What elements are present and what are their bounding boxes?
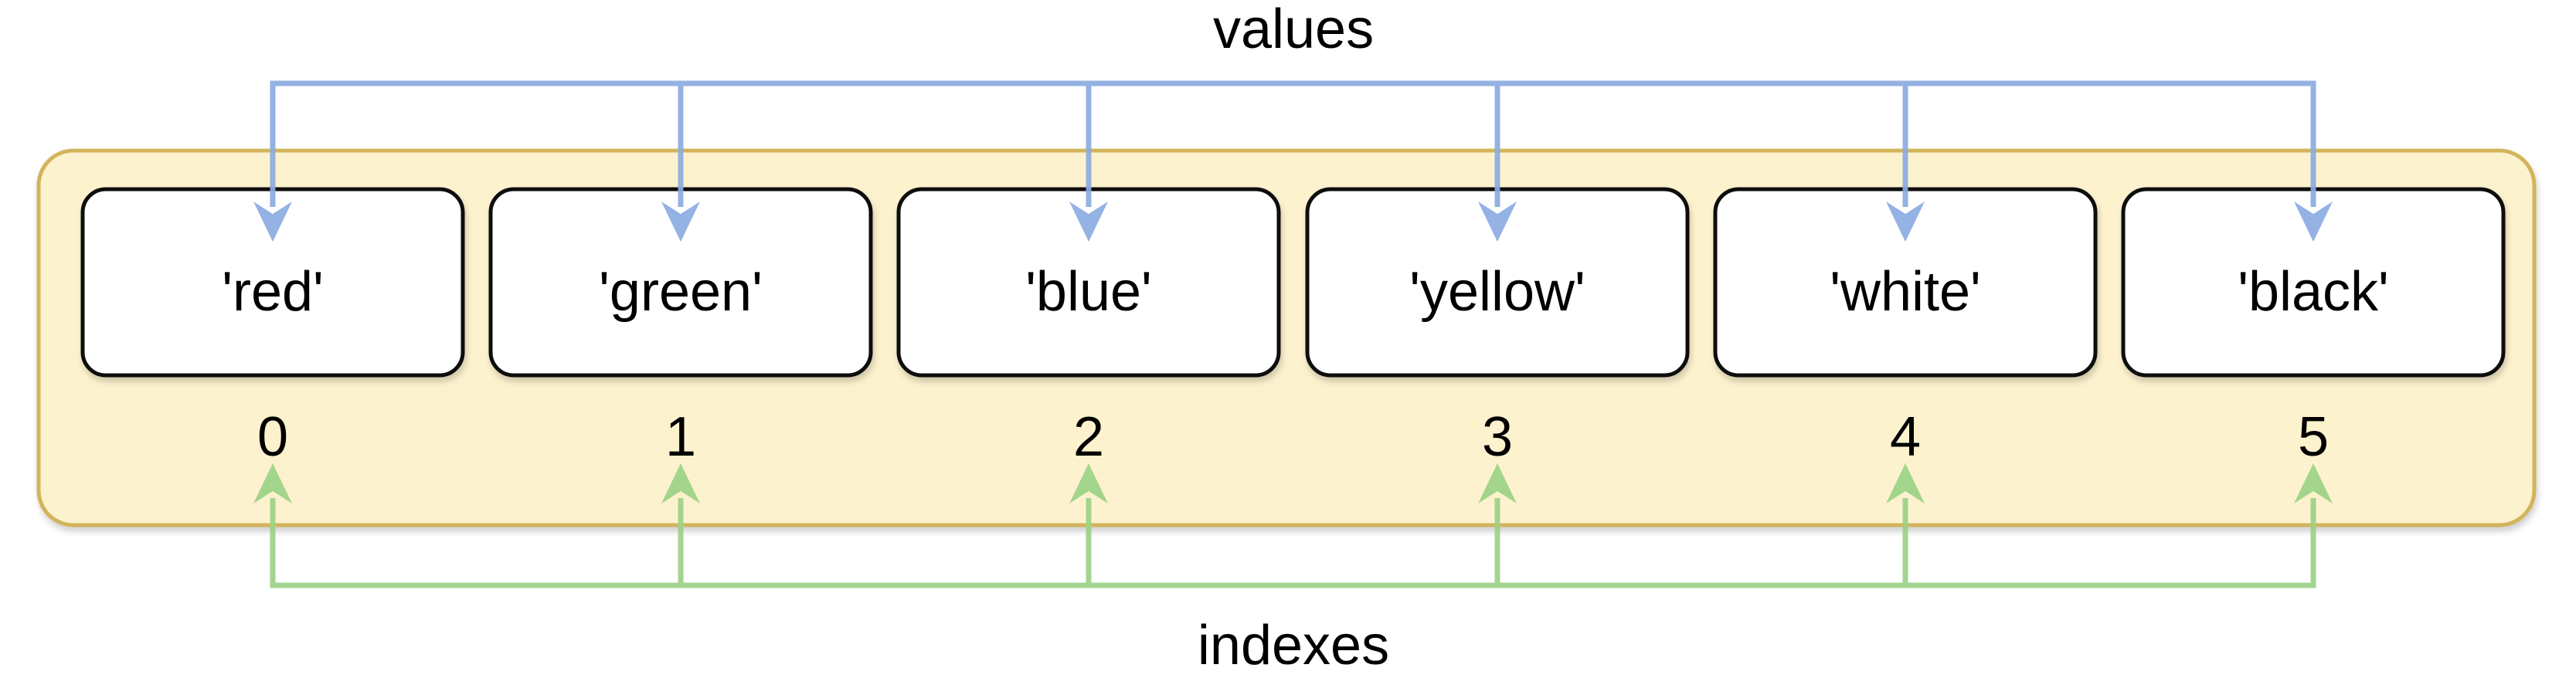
list-item-value: 'blue': [1025, 261, 1152, 323]
indexes-arrowhead-icon: [1069, 463, 1108, 503]
values-arrowhead-icon: [253, 202, 292, 242]
list-item-index: 5: [2298, 406, 2329, 468]
list-item-value: 'red': [222, 261, 324, 323]
indexes-label: indexes: [1198, 615, 1389, 676]
values-arrow-group: [253, 80, 2333, 242]
indexes-arrow-group: [253, 463, 2333, 588]
indexes-arrowhead-icon: [2294, 463, 2333, 503]
list-item-value: 'yellow': [1409, 261, 1585, 323]
indexes-arrowhead-icon: [1478, 463, 1517, 503]
list-item-value: 'black': [2238, 261, 2389, 323]
values-arrowhead-icon: [1886, 202, 1925, 242]
values-label: values: [1213, 0, 1374, 60]
list-item-value: 'white': [1830, 261, 1981, 323]
list-item-value: 'green': [599, 261, 763, 323]
values-arrowhead-icon: [661, 202, 700, 242]
list-item-index: 4: [1890, 406, 1921, 468]
list-item-index: 1: [665, 406, 696, 468]
diagram-content: 'red' 0 'green' 1 'blue' 2 'yellow' 3 'white' 4 'b…: [36, 80, 2537, 588]
list-item-index: 0: [257, 406, 288, 468]
indexes-arrowhead-icon: [253, 463, 292, 503]
list-item-index: 2: [1073, 406, 1104, 468]
values-arrowhead-icon: [1069, 202, 1108, 242]
values-arrowhead-icon: [1478, 202, 1517, 242]
values-arrowhead-icon: [2294, 202, 2333, 242]
list-item-index: 3: [1482, 406, 1513, 468]
indexes-arrowhead-icon: [661, 463, 700, 503]
indexes-arrowhead-icon: [1886, 463, 1925, 503]
